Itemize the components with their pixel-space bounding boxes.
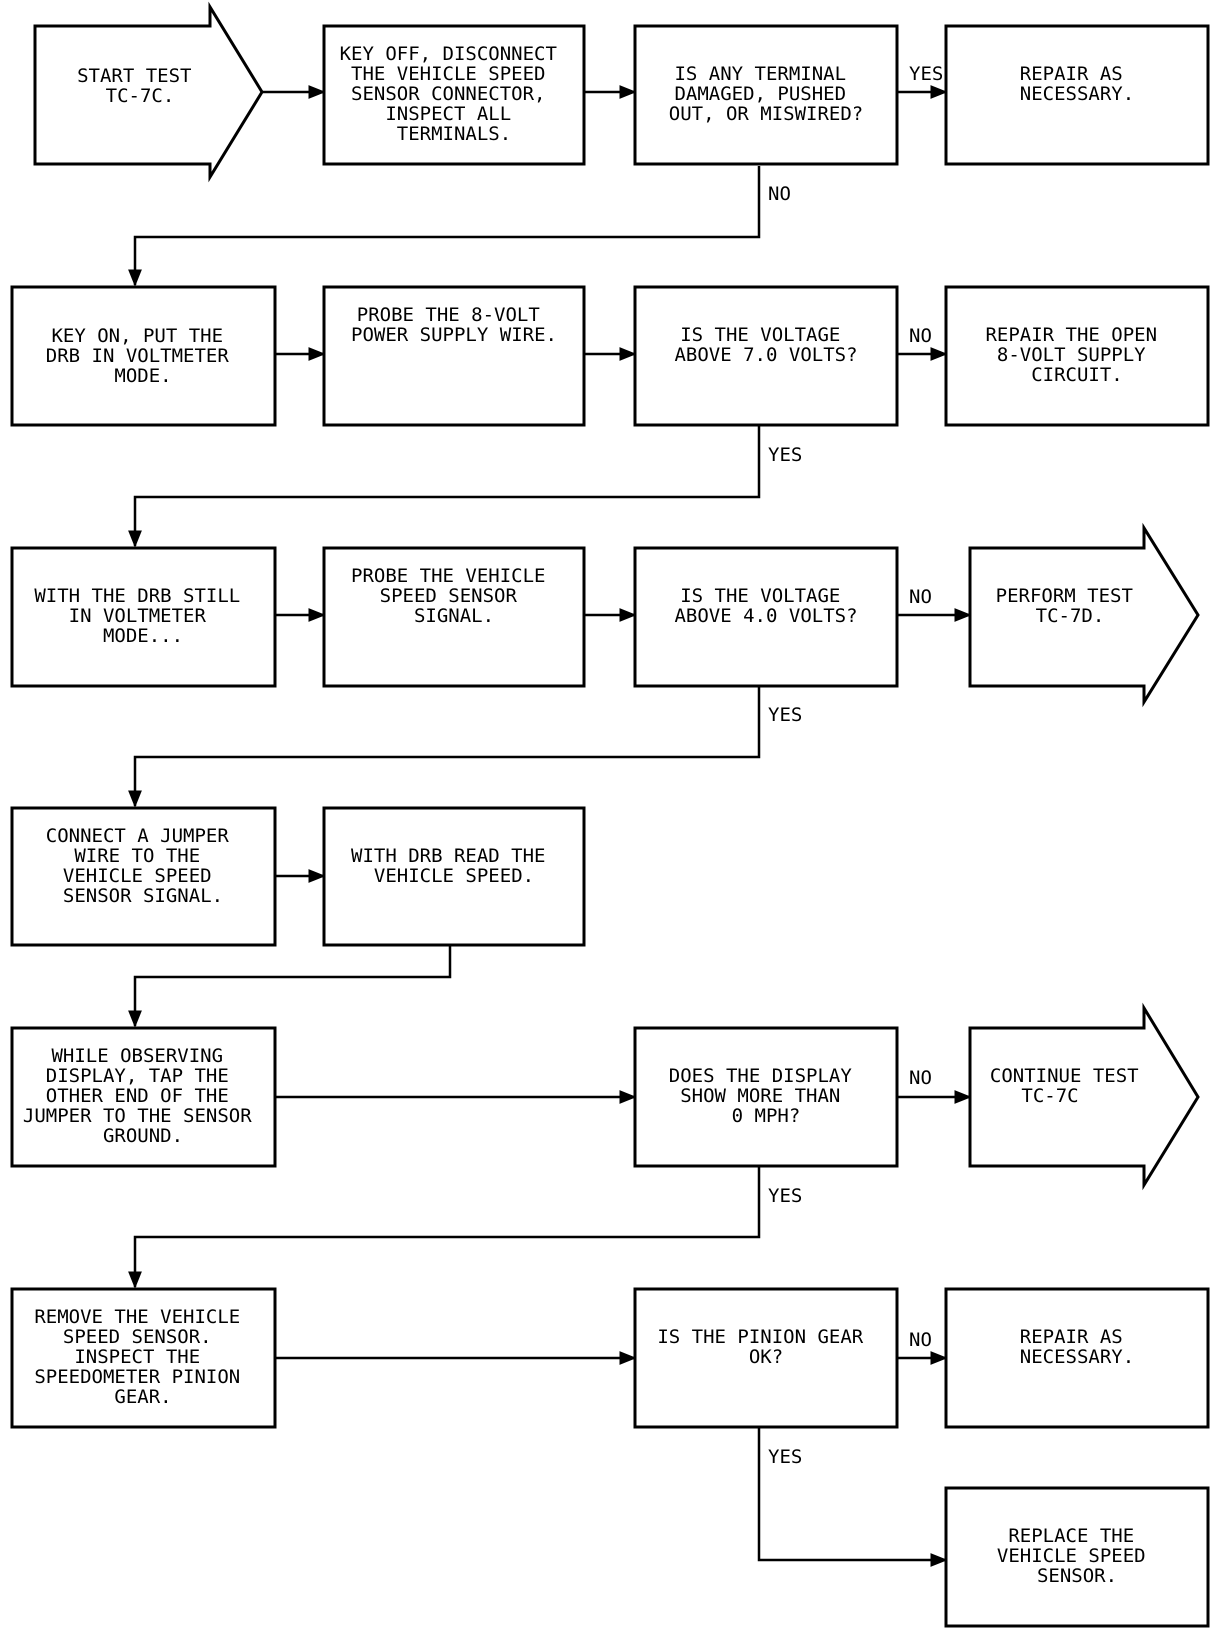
node-replace-vss: REPLACE THE VEHICLE SPEED SENSOR. bbox=[944, 1486, 1210, 1628]
node-replace-vss-text: REPLACE THE VEHICLE SPEED SENSOR. bbox=[997, 1525, 1157, 1587]
edge-labels: YES NO NO YES NO YES NO YES NO YES bbox=[768, 63, 943, 1468]
edge-readspeed-to-tapjumper bbox=[128, 945, 452, 1028]
label-v7-no: NO bbox=[909, 325, 932, 347]
label-v4-yes: YES bbox=[768, 704, 802, 726]
edge-displayq-yes bbox=[128, 1167, 761, 1289]
node-voltage-4-question: IS THE VOLTAGE ABOVE 4.0 VOLTS? bbox=[633, 546, 899, 688]
node-connect-jumper-text: CONNECT A JUMPER WIRE TO THE VEHICLE SPE… bbox=[46, 825, 240, 907]
node-start-text: START TEST TC-7C. bbox=[77, 65, 203, 107]
node-key-on: KEY ON, PUT THE DRB IN VOLTMETER MODE. bbox=[10, 285, 277, 427]
node-voltage-7-question-text: IS THE VOLTAGE ABOVE 7.0 VOLTS? bbox=[674, 324, 857, 366]
node-probe-8v: PROBE THE 8-VOLT POWER SUPPLY WIRE. bbox=[322, 285, 586, 427]
label-v7-yes: YES bbox=[768, 444, 802, 466]
node-repair-1: REPAIR AS NECESSARY. bbox=[944, 24, 1210, 166]
node-terminal-question-text: IS ANY TERMINAL DAMAGED, PUSHED OUT, OR … bbox=[669, 63, 863, 125]
node-perform-7d: PERFORM TEST TC-7D. bbox=[968, 522, 1200, 708]
node-repair-1-text: REPAIR AS NECESSARY. bbox=[1020, 63, 1134, 105]
node-read-speed: WITH DRB READ THE VEHICLE SPEED. bbox=[322, 806, 586, 947]
edge-terminalq-no bbox=[128, 166, 761, 287]
node-with-drb: WITH THE DRB STILL IN VOLTMETER MODE... bbox=[10, 546, 277, 688]
node-probe-vss-text: PROBE THE VEHICLE SPEED SENSOR SIGNAL. bbox=[351, 565, 557, 627]
node-terminal-question: IS ANY TERMINAL DAMAGED, PUSHED OUT, OR … bbox=[633, 24, 899, 166]
node-start: START TEST TC-7C. bbox=[33, 1, 264, 183]
node-remove-vss: REMOVE THE VEHICLE SPEED SENSOR. INSPECT… bbox=[10, 1287, 277, 1429]
label-terminal-no: NO bbox=[768, 183, 791, 205]
node-pinion-question-text: IS THE PINION GEAR OK? bbox=[657, 1326, 874, 1368]
node-perform-7d-text: PERFORM TEST TC-7D. bbox=[996, 585, 1145, 627]
node-remove-vss-text: REMOVE THE VEHICLE SPEED SENSOR. INSPECT… bbox=[34, 1306, 251, 1408]
node-probe-8v-text: PROBE THE 8-VOLT POWER SUPPLY WIRE. bbox=[351, 304, 557, 346]
node-repair-2-text: REPAIR AS NECESSARY. bbox=[1020, 1326, 1134, 1368]
node-with-drb-text: WITH THE DRB STILL IN VOLTMETER MODE... bbox=[34, 585, 251, 647]
node-voltage-4-question-text: IS THE VOLTAGE ABOVE 4.0 VOLTS? bbox=[674, 585, 857, 627]
node-read-speed-text: WITH DRB READ THE VEHICLE SPEED. bbox=[351, 845, 557, 887]
label-terminal-yes: YES bbox=[909, 63, 943, 85]
edge-v4q-yes bbox=[128, 687, 761, 808]
label-pinion-no: NO bbox=[909, 1329, 932, 1351]
node-probe-vss: PROBE THE VEHICLE SPEED SENSOR SIGNAL. bbox=[322, 546, 586, 688]
node-tap-jumper-text: WHILE OBSERVING DISPLAY, TAP THE OTHER E… bbox=[23, 1045, 263, 1147]
node-key-on-text: KEY ON, PUT THE DRB IN VOLTMETER MODE. bbox=[46, 325, 240, 387]
node-pinion-question: IS THE PINION GEAR OK? bbox=[633, 1287, 899, 1429]
node-tap-jumper: WHILE OBSERVING DISPLAY, TAP THE OTHER E… bbox=[10, 1026, 277, 1168]
node-repair-open-text: REPAIR THE OPEN 8-VOLT SUPPLY CIRCUIT. bbox=[985, 324, 1168, 386]
edge-v7q-yes bbox=[128, 426, 761, 548]
label-v4-no: NO bbox=[909, 586, 932, 608]
label-display-no: NO bbox=[909, 1067, 932, 1089]
label-pinion-yes: YES bbox=[768, 1446, 802, 1468]
node-display-question: DOES THE DISPLAY SHOW MORE THAN 0 MPH? bbox=[633, 1026, 899, 1168]
node-continue-7c-text: CONTINUE TEST TC-7C bbox=[990, 1065, 1150, 1107]
node-repair-2: REPAIR AS NECESSARY. bbox=[944, 1287, 1210, 1429]
node-connect-jumper: CONNECT A JUMPER WIRE TO THE VEHICLE SPE… bbox=[10, 806, 277, 947]
node-key-off-text: KEY OFF, DISCONNECT THE VEHICLE SPEED SE… bbox=[340, 43, 569, 145]
node-continue-7c: CONTINUE TEST TC-7C bbox=[968, 1002, 1200, 1191]
node-voltage-7-question: IS THE VOLTAGE ABOVE 7.0 VOLTS? bbox=[633, 285, 899, 427]
node-display-question-text: DOES THE DISPLAY SHOW MORE THAN 0 MPH? bbox=[669, 1065, 863, 1127]
edge-pinionq-yes bbox=[757, 1428, 948, 1567]
node-key-off: KEY OFF, DISCONNECT THE VEHICLE SPEED SE… bbox=[322, 24, 586, 166]
label-display-yes: YES bbox=[768, 1185, 802, 1207]
connectors bbox=[128, 85, 972, 1567]
node-repair-open: REPAIR THE OPEN 8-VOLT SUPPLY CIRCUIT. bbox=[944, 285, 1210, 427]
